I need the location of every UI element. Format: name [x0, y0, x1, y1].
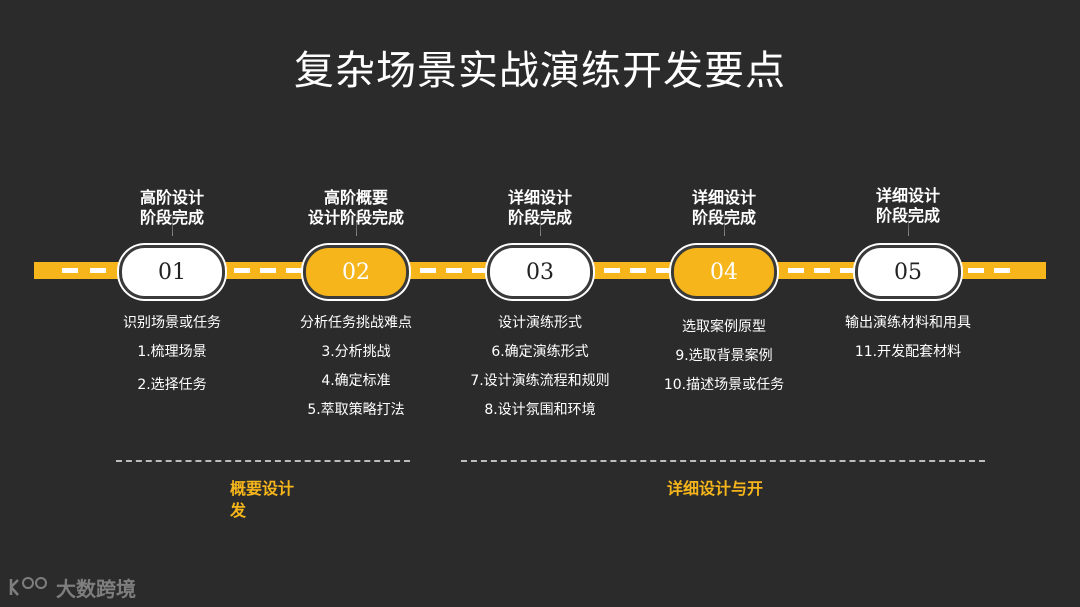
stage-number-badge: 01 [119, 245, 225, 299]
road-dash [656, 268, 672, 273]
stage-items: 分析任务挑战难点 3.分析挑战 4.确定标准 5.萃取策略打法 [256, 309, 456, 425]
road-dash [90, 268, 106, 273]
stage-title: 高阶概要设计阶段完成 [271, 188, 441, 228]
road-dash [994, 268, 1010, 273]
stage-item: 11.开发配套材料 [854, 344, 962, 360]
stage-title-line: 详细设计 [507, 188, 572, 207]
road-dash [840, 268, 856, 273]
kbo-logo-icon [9, 577, 47, 596]
stage-title: 详细设计阶段完成 [639, 188, 809, 228]
stage-item: 3.分析挑战 [321, 344, 391, 360]
road-dash [260, 268, 276, 273]
stage-connector [908, 210, 909, 236]
stage-connector [172, 210, 173, 236]
stage-item: 识别场景或任务 [123, 315, 221, 331]
stage-item: 分析任务挑战难点 [300, 315, 412, 331]
road-dash [788, 268, 804, 273]
stage-title-line: 阶段完成 [139, 208, 204, 227]
brand-logo: 大数跨境 [8, 574, 136, 601]
stage-number-badge: 02 [303, 245, 409, 299]
stage-title: 详细设计阶段完成 [455, 188, 625, 228]
stage-item: 输出演练材料和用具 [845, 315, 971, 331]
group-label-right: 详细设计与开 [667, 478, 827, 500]
stage-title-line: 高阶概要 [323, 188, 388, 207]
stage-item: 2.选择任务 [137, 377, 207, 393]
stage-number-badge: 05 [855, 245, 961, 299]
road-dash [234, 268, 250, 273]
road-dash [62, 268, 78, 273]
road-dash [472, 268, 488, 273]
stage-title-line: 设计阶段完成 [307, 208, 404, 227]
logo-text: 大数跨境 [56, 576, 136, 601]
divider-left [116, 460, 410, 462]
stage-title-line: 阶段完成 [507, 208, 572, 227]
stage-item: 选取案例原型 [682, 319, 766, 335]
stage-number-badge: 04 [671, 245, 777, 299]
stage-item: 6.确定演练形式 [491, 344, 589, 360]
stage-title-line: 阶段完成 [691, 208, 756, 227]
stage-title-line: 详细设计 [875, 186, 940, 205]
stage-title-line: 高阶设计 [139, 188, 204, 207]
divider-right [461, 460, 985, 462]
stage-connector [724, 210, 725, 236]
road-dash [604, 268, 620, 273]
stage-title-line: 阶段完成 [875, 206, 940, 225]
stage-items: 识别场景或任务 1.梳理场景 2.选择任务 [72, 309, 272, 400]
stage-item: 1.梳理场景 [137, 344, 207, 360]
road-dash [814, 268, 830, 273]
stage-title: 详细设计阶段完成 [823, 186, 993, 226]
stage-item: 9.选取背景案例 [675, 348, 773, 364]
road-dash [446, 268, 462, 273]
road-dash [630, 268, 646, 273]
stage-item: 4.确定标准 [321, 373, 391, 389]
road-dash [968, 268, 984, 273]
stage-item: 8.设计氛围和环境 [484, 402, 596, 418]
stage-item: 设计演练形式 [498, 315, 582, 331]
road-dash [420, 268, 436, 273]
stage-title: 高阶设计阶段完成 [87, 188, 257, 228]
stage-item: 10.描述场景或任务 [663, 377, 785, 393]
stage-number-badge: 03 [487, 245, 593, 299]
stage-title-line: 详细设计 [691, 188, 756, 207]
stage-items: 选取案例原型 9.选取背景案例 10.描述场景或任务 [624, 313, 824, 400]
road-dash [286, 268, 302, 273]
stage-connector [356, 210, 357, 236]
group-label-right-text: 详细设计与开 [667, 479, 764, 498]
stage-connector [540, 210, 541, 236]
stage-item: 7.设计演练流程和规则 [470, 373, 610, 389]
page-title: 复杂场景实战演练开发要点 [294, 48, 786, 94]
stage-items: 设计演练形式 6.确定演练形式 7.设计演练流程和规则 8.设计氛围和环境 [440, 309, 640, 425]
group-label-left-text: 概要设计发 [230, 479, 295, 520]
group-label-left: 概要设计发 [230, 478, 302, 522]
stage-item: 5.萃取策略打法 [307, 402, 405, 418]
stage-items: 输出演练材料和用具 11.开发配套材料 [808, 309, 1008, 367]
